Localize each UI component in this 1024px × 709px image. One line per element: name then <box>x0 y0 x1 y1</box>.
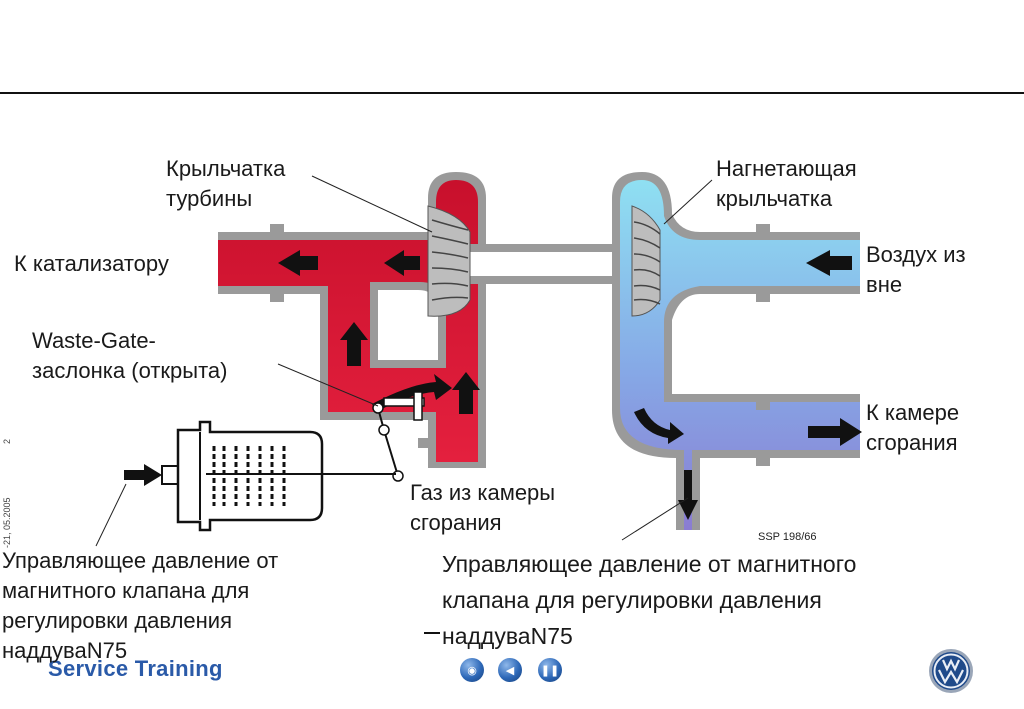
waste-gate-actuator <box>124 420 396 532</box>
arrow-pressure-in-icon <box>124 464 162 486</box>
label-waste-gate: Waste-Gate-заслонка (открыта) <box>32 328 228 383</box>
turbo-shaft <box>470 244 636 284</box>
figure-code: SSP 198/66 <box>758 531 817 543</box>
home-button[interactable]: ◉ <box>460 658 484 682</box>
header-rule <box>0 92 1024 94</box>
side-date: -21, 05.2005 <box>2 497 12 548</box>
label-control-pressure-left: Управляющее давление от магнитного клапа… <box>2 548 279 663</box>
turbine-wheel <box>427 205 471 317</box>
arrow-exhaust-mid-icon <box>384 250 420 276</box>
leader-lines <box>95 175 713 547</box>
arrow-control-down-icon <box>678 470 698 520</box>
footer-brand: Service Training <box>48 656 223 681</box>
label-to-catalyst: К катализатору <box>14 251 169 276</box>
compressor-wheel <box>631 205 661 317</box>
pause-button[interactable]: ❚❚ <box>538 658 562 682</box>
arrow-to-chamber-icon <box>808 418 862 446</box>
back-button[interactable]: ◀ <box>498 658 522 682</box>
exhaust-housing <box>218 172 486 468</box>
arrow-exhaust-out-icon <box>278 250 318 276</box>
dash-mark <box>424 632 440 634</box>
intake-housing <box>612 172 860 530</box>
back-icon: ◀ <box>505 664 515 677</box>
arrow-up-left-icon <box>340 322 368 366</box>
home-icon: ◉ <box>467 664 477 677</box>
arrow-up-right-icon <box>452 372 480 414</box>
page-number: 2 <box>2 438 12 444</box>
label-control-pressure-right: Управляющее давление от магнитного клапа… <box>442 551 857 649</box>
arrow-intake-turn-icon <box>634 408 684 444</box>
pause-icon: ❚❚ <box>540 664 560 677</box>
vw-logo-icon <box>929 649 973 693</box>
waste-gate-flap <box>372 391 425 482</box>
arrow-air-in-icon <box>806 250 852 276</box>
